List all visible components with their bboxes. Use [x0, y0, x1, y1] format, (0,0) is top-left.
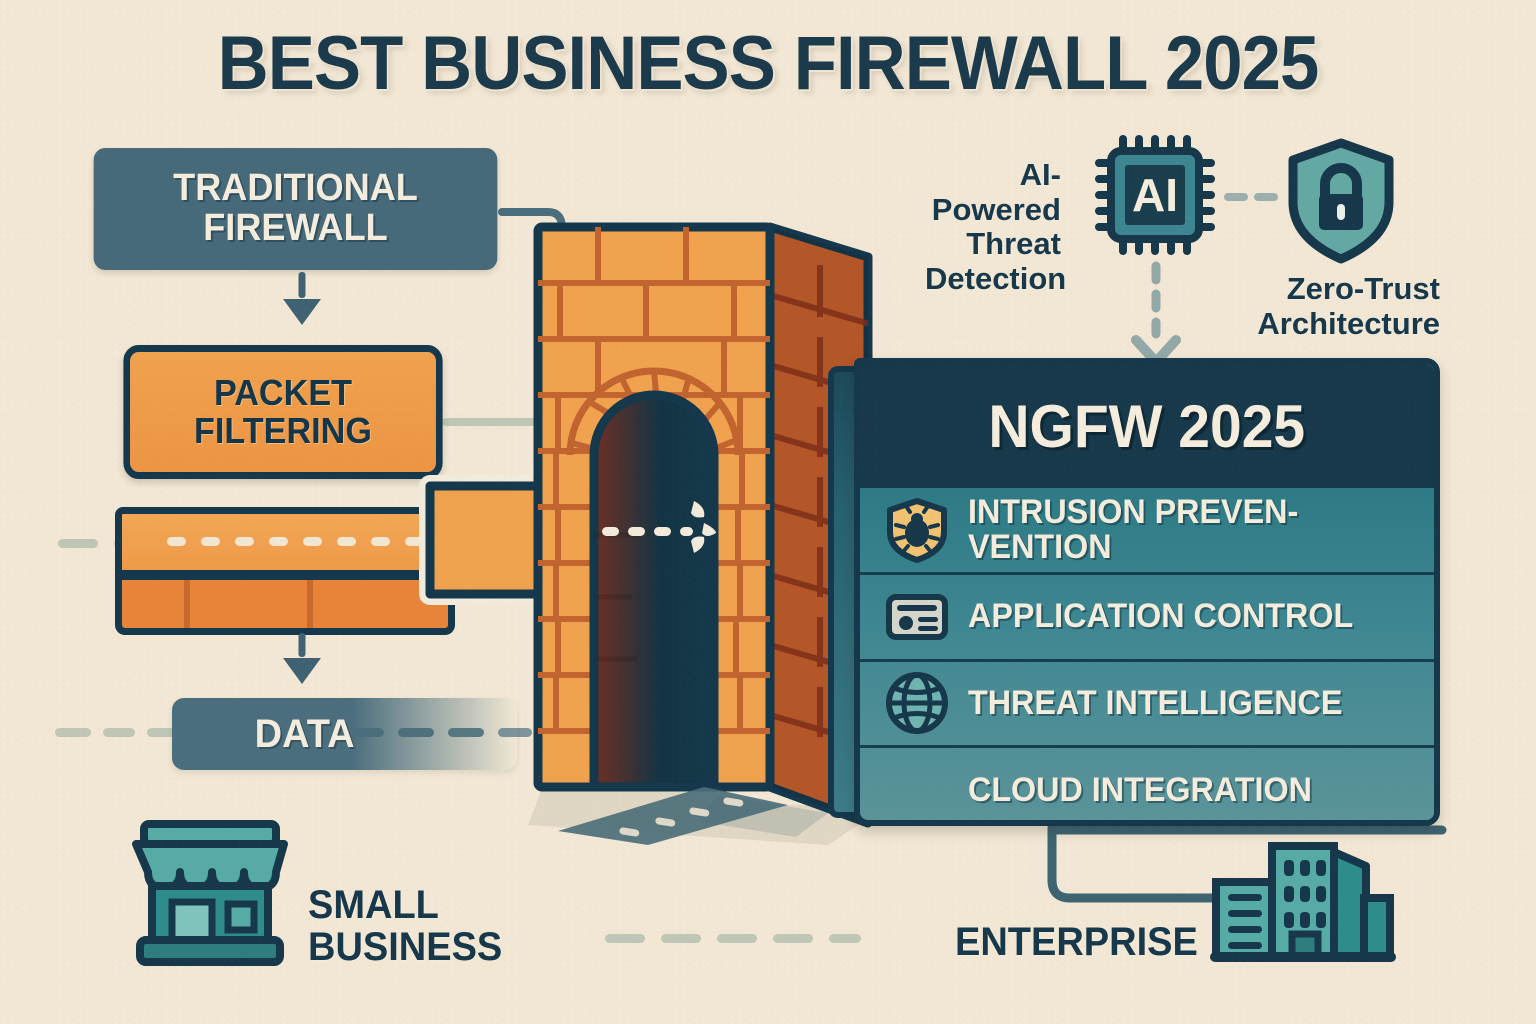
- small-business-label: SMALL BUSINESS: [308, 883, 503, 970]
- id-card-icon: [884, 584, 950, 650]
- connector-chip-to-shield: [1224, 190, 1290, 204]
- ngfw-feature-row[interactable]: THREAT INTELLIGENCE: [860, 662, 1434, 749]
- packet-filtering-label: PACKET FILTERING: [194, 372, 372, 451]
- globe-icon: [884, 670, 950, 736]
- arrow-bar-to-data: [282, 633, 322, 684]
- connector-ngfw-bottom-rail: [1046, 824, 1447, 854]
- ngfw-feature-label: CLOUD INTEGRATION: [968, 770, 1312, 809]
- ai-chip-icon: AI: [1093, 133, 1217, 257]
- ngfw-feature-row[interactable]: APPLICATION CONTROL: [860, 575, 1434, 662]
- traffic-bar-group: [115, 507, 492, 635]
- arrow-chip-to-ngfw: [1128, 261, 1184, 372]
- zero-trust-label: Zero-Trust Architecture: [1257, 271, 1440, 341]
- ngfw-panel: NGFW 2025: [828, 358, 1440, 826]
- packet-filtering-box[interactable]: PACKET FILTERING: [123, 345, 443, 479]
- data-box[interactable]: DATA: [172, 698, 517, 770]
- traditional-firewall-box[interactable]: TRADITIONAL FIREWALL: [93, 148, 498, 270]
- ngfw-feature-label: APPLICATION CONTROL: [968, 597, 1354, 636]
- traditional-firewall-label: TRADITIONAL FIREWALL: [173, 167, 418, 249]
- small-business-storefront-icon: [126, 818, 294, 968]
- ngfw-header-label: NGFW 2025: [988, 392, 1306, 460]
- spacer-icon: [884, 757, 950, 820]
- ngfw-feature-label: THREAT INTELLIGENCE: [968, 684, 1343, 723]
- ngfw-feature-row[interactable]: CLOUD INTEGRATION: [860, 748, 1434, 820]
- packet-trail: [602, 527, 693, 536]
- arrow-firewall-to-packet: [282, 272, 322, 325]
- dashed-line-left-lower: [55, 728, 185, 737]
- dashed-line-bottom: [605, 934, 875, 943]
- ngfw-feature-list: INTRUSION PREVEN-VENTION APPLICATION CON…: [860, 488, 1434, 820]
- enterprise-label: ENTERPRISE: [955, 920, 1198, 964]
- data-label: DATA: [254, 711, 355, 756]
- enterprise-buildings-icon: [1208, 838, 1398, 968]
- ai-threat-detection-label: AI-Powered Threat Detection: [925, 157, 1067, 297]
- zero-trust-shield-icon: [1285, 138, 1397, 264]
- traffic-bar-lower-brick: [115, 573, 455, 635]
- ai-chip-text: AI: [1132, 169, 1178, 221]
- shield-bug-icon: [884, 497, 950, 563]
- ngfw-feature-row[interactable]: INTRUSION PREVEN-VENTION: [860, 488, 1434, 575]
- ngfw-header: NGFW 2025: [860, 364, 1434, 488]
- ngfw-panel-front-face: NGFW 2025: [854, 358, 1440, 826]
- page-title: BEST BUSINESS FIREWALL 2025: [217, 21, 1320, 106]
- ngfw-feature-label: INTRUSION PREVEN-VENTION: [968, 493, 1299, 566]
- packet-arrow-head: [691, 501, 716, 553]
